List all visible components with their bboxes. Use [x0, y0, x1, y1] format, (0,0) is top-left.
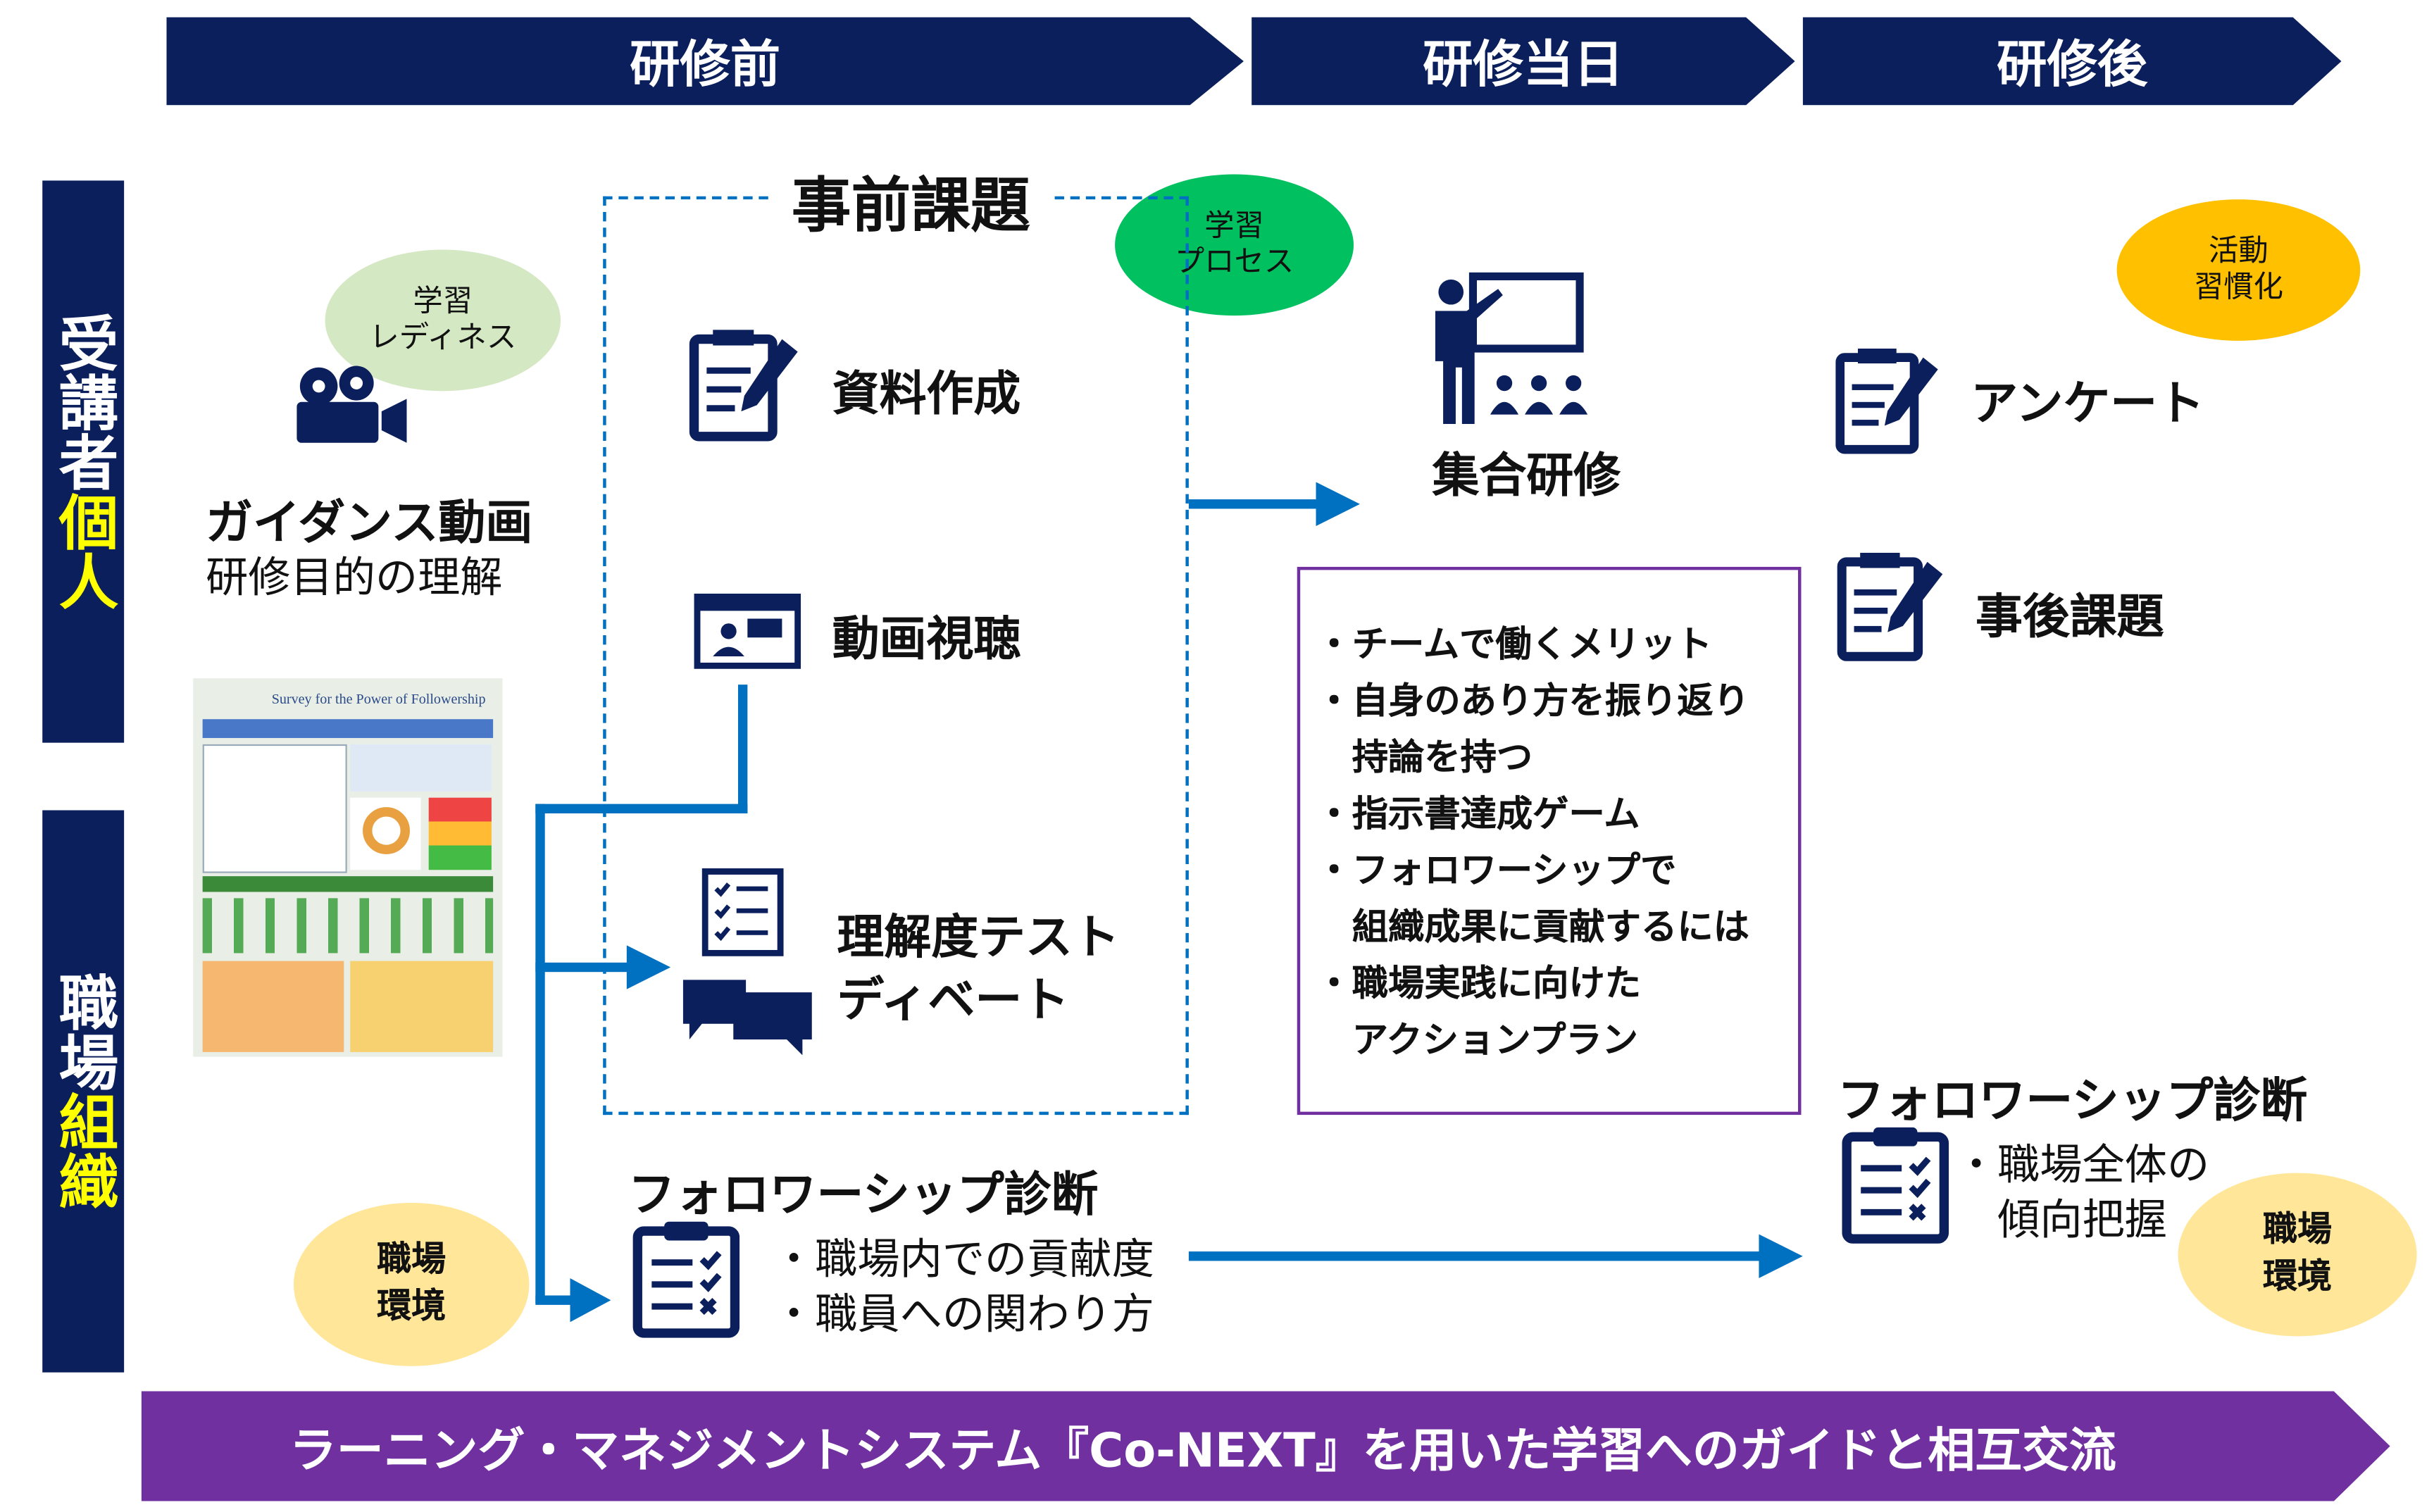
- phase-after: 研修後: [1802, 17, 2342, 106]
- bubble-text: 習慣化: [2193, 270, 2283, 305]
- phase-label: 研修後: [1997, 35, 2148, 94]
- guidance-title: ガイダンス動画: [206, 496, 533, 551]
- video-conference-icon: [694, 593, 801, 669]
- arrow-head: [1759, 1234, 1803, 1278]
- bubble-text: 環境: [377, 1287, 447, 1327]
- training-item: 組織成果に貢献するには: [1316, 907, 1749, 949]
- training-item: アクションプラン: [1316, 1020, 1638, 1062]
- bubble-text: 活動: [2209, 234, 2268, 269]
- training-title: 集合研修: [1432, 449, 1621, 504]
- clipboard-checklist-icon: [632, 1221, 740, 1338]
- bubble-text: 職場: [377, 1240, 447, 1280]
- training-item: ・チームで働くメリット: [1316, 625, 1713, 666]
- post-task-document-icon: [1837, 552, 1943, 661]
- teacher-presentation-icon: [1435, 272, 1588, 425]
- diagnosis-pre-title: フォロワーシップ診断: [628, 1168, 1099, 1223]
- survey-thumbnail: Survey for the Power of Followership: [193, 678, 503, 1057]
- connector-line: [535, 804, 545, 1304]
- guidance-sub: 研修目的の理解: [206, 554, 503, 604]
- thumbnail-title: Survey for the Power of Followership: [271, 691, 486, 707]
- post-survey: アンケート: [1971, 377, 2205, 432]
- connector-line: [535, 804, 748, 813]
- banner-text: ラーニング・マネジメントシステム『Co-NEXT』を用いた学習へのガイドと相互交…: [289, 1424, 2116, 1480]
- training-content-box: ・チームで働くメリット ・自身のあり方を振り返り 持論を持つ ・指示書達成ゲーム…: [1297, 566, 1802, 1116]
- bubble-habit: 活動習慣化: [2116, 199, 2361, 341]
- connector-line: [535, 962, 630, 973]
- video-camera-icon: [297, 365, 407, 443]
- diagnosis-post-item: 傾向把握: [1954, 1197, 2167, 1246]
- training-item: ・自身のあり方を振り返り: [1316, 681, 1749, 723]
- bubble-readiness: 学習レディネス: [325, 249, 561, 392]
- diagnosis-post-item: ・職場全体の: [1954, 1141, 2210, 1191]
- phase-before: 研修前: [166, 17, 1244, 106]
- document-pen-icon: [689, 330, 798, 442]
- phase-label: 研修当日: [1423, 35, 1624, 94]
- connector-line: [535, 1295, 573, 1305]
- connector-line: [1188, 1251, 1764, 1261]
- bubble-env-left: 職場環境: [293, 1202, 530, 1366]
- bubble-process: 学習プロセス: [1115, 174, 1354, 316]
- diagnosis-pre-item: ・職場内での貢献度: [773, 1235, 1154, 1285]
- row-organization: 職場 組織: [42, 810, 125, 1373]
- connector-line: [737, 685, 748, 813]
- bubble-text: レディネス: [369, 320, 517, 355]
- phase-day: 研修当日: [1252, 17, 1795, 106]
- bubble-text: 学習: [1204, 208, 1264, 244]
- bottom-banner: ラーニング・マネジメントシステム『Co-NEXT』を用いた学習へのガイドと相互交…: [141, 1391, 2390, 1501]
- survey-document-icon: [1835, 348, 1938, 454]
- row-label: 受講者: [49, 312, 118, 492]
- row-label: 職場: [49, 972, 118, 1092]
- bubble-env-right: 職場環境: [2178, 1173, 2417, 1337]
- diagnosis-post-title: フォロワーシップ診断: [1837, 1074, 2308, 1130]
- task-debate: ディベート: [837, 973, 1070, 1029]
- bubble-text: 職場: [2262, 1211, 2333, 1250]
- clipboard-checklist-icon: [1842, 1127, 1949, 1244]
- training-item: ・指示書達成ゲーム: [1316, 794, 1640, 836]
- training-item: ・職場実践に向けた: [1316, 964, 1642, 1006]
- row-label-highlight: 個人: [49, 491, 118, 611]
- arrow-head: [1316, 482, 1360, 526]
- task-test: 理解度テスト: [837, 911, 1120, 966]
- training-item: 持論を持つ: [1316, 737, 1533, 779]
- task-video: 動画視聴: [832, 612, 1021, 668]
- task-materials: 資料作成: [832, 367, 1021, 423]
- row-individual: 受講者 個人: [42, 180, 125, 743]
- connector-line: [1188, 499, 1321, 509]
- phase-label: 研修前: [630, 35, 781, 94]
- checklist-icon: [701, 868, 784, 956]
- bubble-text: プロセス: [1174, 244, 1294, 280]
- chat-bubbles-icon: [682, 980, 812, 1056]
- pre-task-title: 事前課題: [769, 156, 1052, 244]
- row-label-highlight: 組織: [49, 1091, 118, 1211]
- training-item: ・フォロワーシップで: [1316, 851, 1677, 892]
- arrow-head: [570, 1277, 611, 1323]
- diagnosis-pre-item: ・職員への関わり方: [773, 1290, 1154, 1339]
- bubble-text: 学習: [413, 284, 473, 319]
- post-task: 事後課題: [1975, 590, 2164, 646]
- bubble-text: 環境: [2262, 1257, 2333, 1297]
